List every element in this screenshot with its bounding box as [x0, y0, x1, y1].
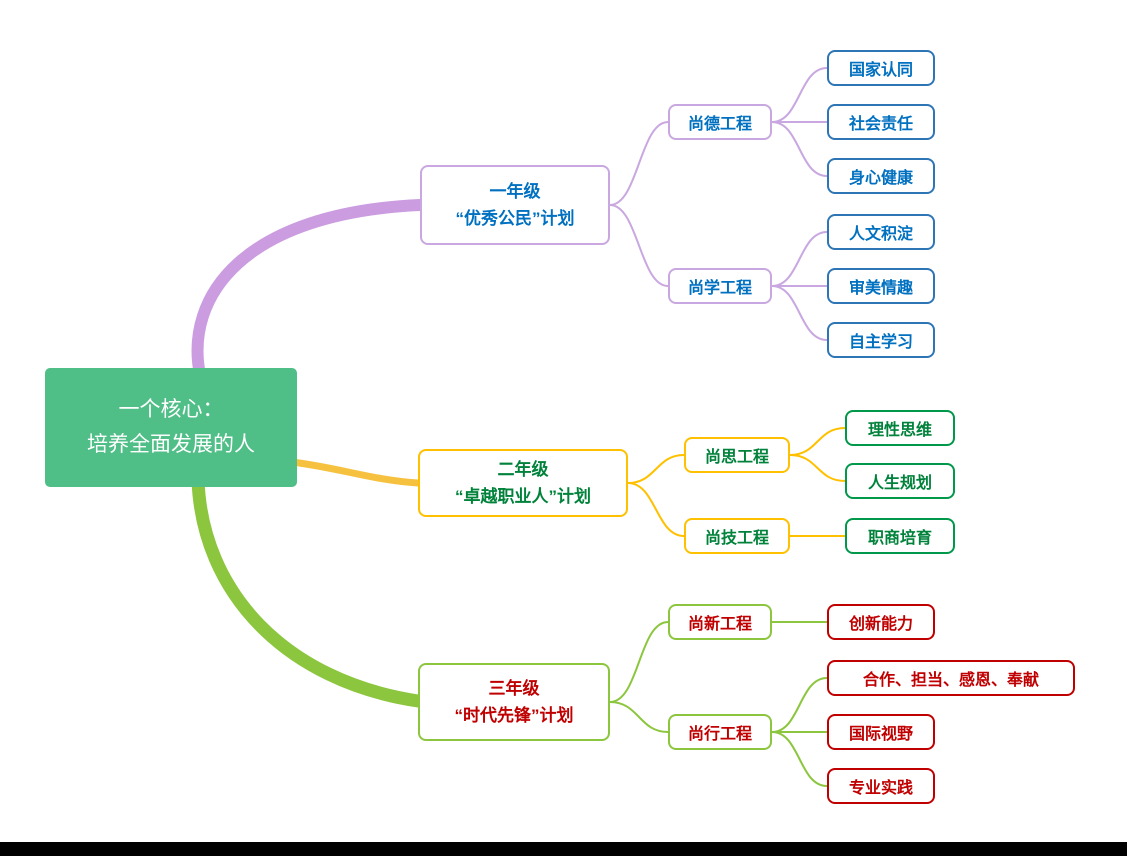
node-grade1[interactable]: 一年级 “优秀公民”计划: [420, 165, 610, 245]
link-shangde-item1: [771, 67, 828, 123]
leaf-guojia-rentong[interactable]: 国家认同: [827, 50, 935, 86]
link-shangde-item3: [771, 121, 828, 177]
node-shangji[interactable]: 尚技工程: [684, 518, 790, 554]
leaf-zhishang-peiyu[interactable]: 职商培育: [845, 518, 955, 554]
node-grade3-line2: “时代先锋”计划: [454, 706, 574, 725]
leaf-chuangxin-nengli[interactable]: 创新能力: [827, 604, 935, 640]
root-node[interactable]: 一个核心： 培养全面发展的人: [45, 368, 297, 487]
link-grade2-shangji: [627, 482, 685, 537]
link-shangsi-item2: [789, 454, 846, 482]
node-shangxue[interactable]: 尚学工程: [668, 268, 772, 304]
node-shangxing[interactable]: 尚行工程: [668, 714, 772, 750]
node-grade1-line1: 一年级: [489, 181, 541, 201]
node-grade1-line2: “优秀公民”计划: [455, 209, 575, 228]
leaf-rensheng-guihua[interactable]: 人生规划: [845, 463, 955, 499]
link-grade1-shangxue: [609, 204, 669, 287]
root-line1: 一个核心：: [118, 397, 224, 421]
trunk-root-grade2: [288, 458, 422, 487]
node-grade2-line2: “卓越职业人”计划: [455, 487, 591, 506]
node-shangde[interactable]: 尚德工程: [668, 104, 772, 140]
trunk-root-grade3: [191, 473, 425, 708]
leaf-shenmei-qingqu[interactable]: 审美情趣: [827, 268, 935, 304]
root-line2: 培养全面发展的人: [87, 432, 255, 456]
link-shangsi-item1: [789, 427, 846, 456]
link-grade1-shangde: [609, 121, 669, 206]
leaf-zhuanye-shijian[interactable]: 专业实践: [827, 768, 935, 804]
leaf-hezuo-dandang-ganen-fengxian[interactable]: 合作、担当、感恩、奉献: [827, 660, 1075, 696]
link-shangxing-item1: [771, 677, 828, 733]
link-grade3-shangxing: [609, 701, 669, 733]
leaf-zizhu-xuexi[interactable]: 自主学习: [827, 322, 935, 358]
bottom-black-bar: [0, 842, 1127, 856]
leaf-shehui-zeren[interactable]: 社会责任: [827, 104, 935, 140]
trunk-root-grade1: [191, 199, 426, 381]
node-shangxin[interactable]: 尚新工程: [668, 604, 772, 640]
leaf-shenxin-jiankang[interactable]: 身心健康: [827, 158, 935, 194]
link-shangxing-item3: [771, 731, 828, 787]
leaf-renwen-jidian[interactable]: 人文积淀: [827, 214, 935, 250]
link-shangxue-item1: [771, 231, 828, 287]
leaf-lixing-siwei[interactable]: 理性思维: [845, 410, 955, 446]
node-shangsi[interactable]: 尚思工程: [684, 437, 790, 473]
node-grade2[interactable]: 二年级 “卓越职业人”计划: [418, 449, 628, 517]
link-grade3-shangxin: [609, 621, 669, 703]
link-shangxue-item3: [771, 285, 828, 341]
node-grade3-line1: 三年级: [488, 678, 540, 698]
node-grade3[interactable]: 三年级 “时代先锋”计划: [418, 663, 610, 741]
link-grade2-shangsi: [627, 454, 685, 484]
leaf-guoji-shiye[interactable]: 国际视野: [827, 714, 935, 750]
node-grade2-line1: 二年级: [497, 459, 549, 479]
